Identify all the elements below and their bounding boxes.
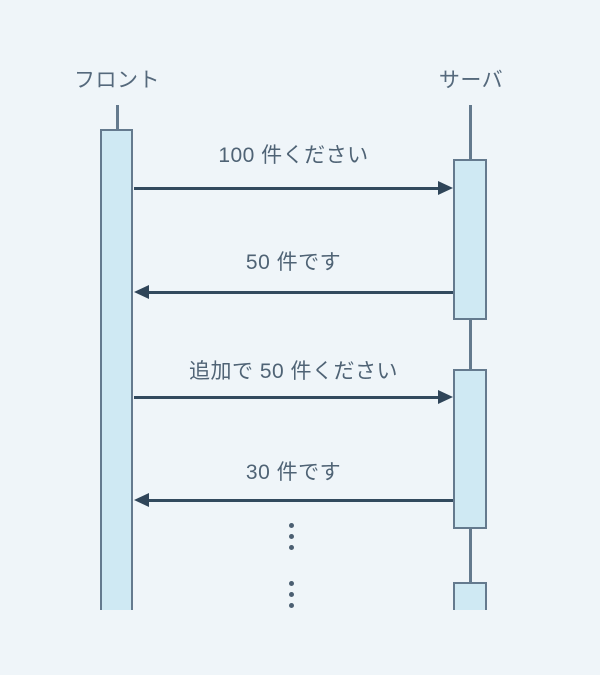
lifeline-front: [115, 105, 119, 130]
ellipsis-dot: [289, 523, 294, 528]
message-label: 30 件です: [245, 460, 342, 484]
message-arrow-line: [134, 186, 440, 190]
message-arrow-line: [147, 290, 453, 294]
arrowhead-right-icon: [438, 390, 453, 404]
lifeline-server-segment: [468, 528, 472, 583]
actor-label-server: サーバ: [438, 69, 504, 92]
message-label: 100 件ください: [218, 143, 369, 167]
activation-bar-front: [100, 129, 133, 610]
message-request-100: 100 件ください: [134, 143, 453, 203]
message-response-30: 30 件です: [134, 455, 453, 515]
ellipsis-dot: [289, 534, 294, 539]
activation-bar-server-1: [453, 159, 487, 320]
lifeline-server-segment: [468, 319, 472, 370]
ellipsis-dot: [289, 545, 294, 550]
vertical-ellipsis-icon: [289, 581, 294, 608]
ellipsis-dot: [289, 592, 294, 597]
message-arrow-line: [134, 395, 440, 399]
actor-label-front: フロント: [74, 69, 160, 92]
arrowhead-left-icon: [134, 493, 149, 507]
message-request-additional-50: 追加で 50 件ください: [134, 352, 453, 412]
message-label: 50 件です: [245, 250, 342, 274]
message-label: 追加で 50 件ください: [188, 359, 399, 383]
activation-bar-server-2: [453, 369, 487, 529]
arrowhead-right-icon: [438, 181, 453, 195]
lifeline-server: [468, 105, 472, 160]
arrowhead-left-icon: [134, 285, 149, 299]
ellipsis-dot: [289, 603, 294, 608]
message-response-50: 50 件です: [134, 247, 453, 307]
ellipsis-dot: [289, 581, 294, 586]
vertical-ellipsis-icon: [289, 523, 294, 550]
activation-bar-server-3: [453, 582, 487, 610]
message-arrow-line: [147, 498, 453, 502]
